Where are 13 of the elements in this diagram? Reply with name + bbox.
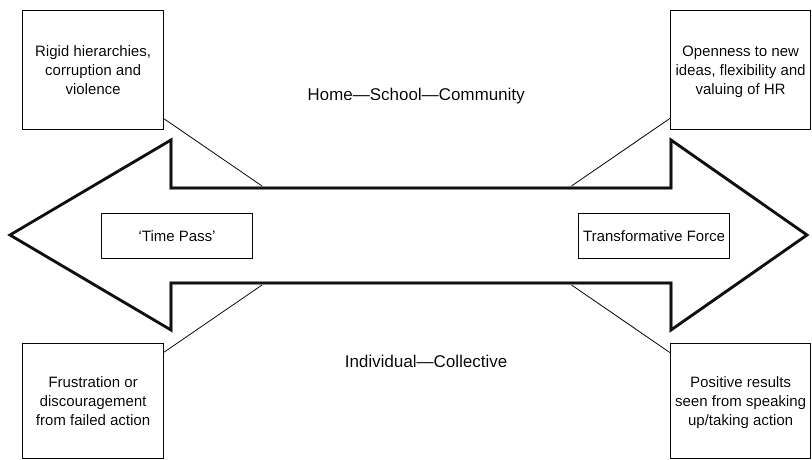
axis-label: Individual—Collective (344, 352, 508, 372)
text-box: Openness to new ideas, flexibility and valuing of HR (670, 10, 811, 130)
axis-label: Home—School—Community (307, 85, 525, 105)
leader-line (571, 284, 670, 354)
text-box: ‘Time Pass’ (101, 213, 253, 259)
double-arrow (10, 140, 807, 330)
leader-line (571, 118, 670, 186)
text-box: Transformative Force (578, 213, 730, 259)
leader-line (164, 118, 262, 186)
text-box: Frustration or discouragement from failed action (22, 343, 164, 459)
leader-line (164, 284, 262, 353)
text-box: Positive results seen from speaking up/taking action (670, 343, 811, 459)
text-box: Rigid hierarchies, corruption and violence (22, 10, 164, 130)
